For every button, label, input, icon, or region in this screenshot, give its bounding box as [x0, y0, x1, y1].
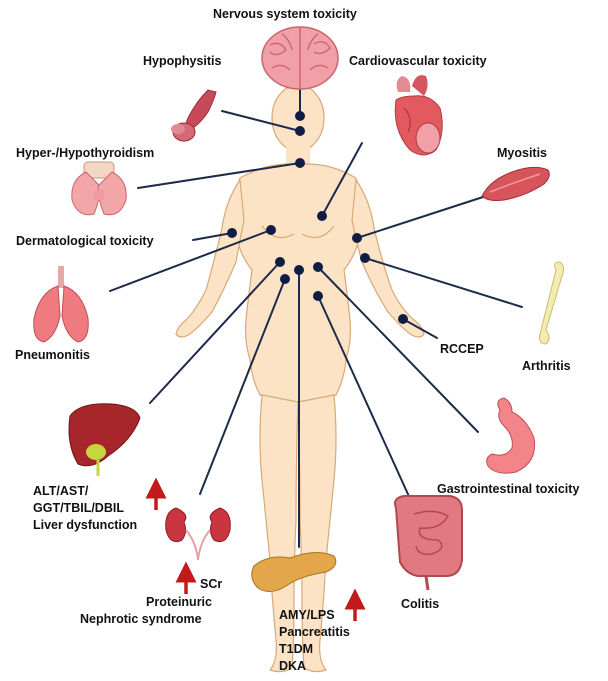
- liver-icon: [69, 404, 140, 476]
- dermatological-label: Dermatological toxicity: [16, 233, 154, 249]
- pituitary-icon: [171, 90, 216, 141]
- pneumonitis-label: Pneumonitis: [15, 347, 90, 363]
- colitis-label: Colitis: [401, 596, 439, 612]
- lungs-icon: [34, 266, 89, 342]
- intestine-icon: [395, 496, 462, 590]
- pancreas-label-group: AMY/LPS Pancreatitis T1DM DKA: [279, 607, 350, 675]
- arthritis-label: Arthritis: [522, 358, 571, 374]
- rccep-label: RCCEP: [440, 341, 484, 357]
- pancreas-label-line: DKA: [279, 658, 350, 675]
- cardiovascular-label: Cardiovascular toxicity: [349, 53, 487, 69]
- liver-label-line: Liver dysfunction: [33, 517, 137, 534]
- brain-icon: [262, 27, 338, 89]
- kidney-icon: [166, 508, 231, 560]
- bone-icon: [540, 262, 564, 344]
- gastrointestinal-label: Gastrointestinal toxicity: [437, 481, 579, 497]
- nervous-label: Nervous system toxicity: [213, 6, 357, 22]
- kidney-label-scr: SCr: [200, 576, 222, 592]
- liver-label-group: ALT/AST/ GGT/TBIL/DBIL Liver dysfunction: [33, 483, 137, 534]
- muscle-icon: [482, 167, 549, 200]
- kidney-label-proteinuric: Proteinuric: [146, 594, 212, 610]
- myositis-label: Myositis: [497, 145, 547, 161]
- pancreas-label-line: T1DM: [279, 641, 350, 658]
- thyroid-icon: [72, 162, 126, 215]
- stomach-icon: [487, 398, 535, 473]
- liver-label-line: ALT/AST/: [33, 483, 137, 500]
- hypophysitis-label: Hypophysitis: [143, 53, 222, 69]
- pancreas-label-line: AMY/LPS: [279, 607, 350, 624]
- thyroid-label: Hyper-/Hypothyroidism: [16, 145, 154, 161]
- liver-label-line: GGT/TBIL/DBIL: [33, 500, 137, 517]
- heart-icon: [395, 75, 442, 155]
- kidney-label-nephrotic: Nephrotic syndrome: [80, 611, 202, 627]
- pancreas-label-line: Pancreatitis: [279, 624, 350, 641]
